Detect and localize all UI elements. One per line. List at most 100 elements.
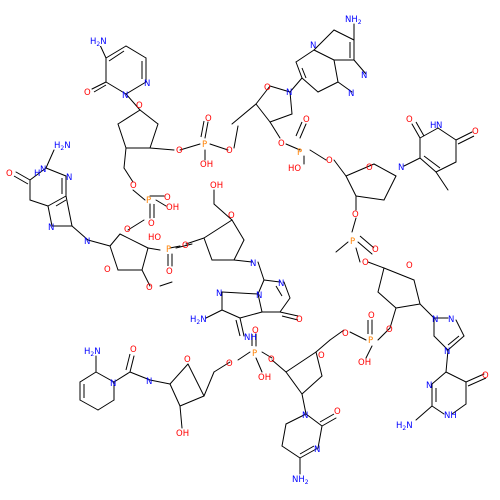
central-guanine-ring: [203, 219, 299, 337]
atom-label: O: [226, 359, 233, 369]
atom-label: O: [136, 101, 143, 111]
atom-label: P: [350, 237, 355, 247]
label-group-adenine: NH2 N N N N O O P O HO O: [264, 15, 367, 174]
atom-label: N: [256, 291, 262, 301]
atom-label: O: [205, 114, 212, 124]
atom-label: O: [182, 241, 189, 251]
atom-label: N: [436, 121, 442, 131]
atom-label: H2N: [84, 347, 101, 358]
atom-label: O: [482, 371, 489, 381]
atom-label: N: [444, 347, 450, 357]
label-group-cytosine-bottom-left: O OH N O N H2N: [84, 345, 191, 439]
atom-label: N: [48, 223, 54, 233]
atom-label: H2N: [54, 141, 71, 152]
atom-label: P: [368, 336, 373, 346]
adenine-top: [289, 23, 367, 93]
label-group-cytosine-top: H2N N N O: [84, 34, 150, 101]
atom-label: O: [264, 83, 271, 93]
phosphate-bridge-top: [179, 120, 239, 161]
atom-label: O: [166, 267, 173, 277]
thymine-ring: [403, 121, 475, 191]
cytosine-bottom-left-ring: [79, 353, 151, 411]
atom-label: O: [184, 355, 191, 365]
atom-label: NH: [444, 411, 457, 421]
atom-label: O: [228, 211, 235, 221]
atom-label: O: [326, 156, 333, 166]
phosphate-chain-left: [127, 189, 167, 231]
atom-label: N: [310, 41, 316, 51]
atom-label: N: [84, 237, 90, 247]
label-group-guanine-right: O N N N N NH O H2N O P O OH O: [342, 261, 489, 432]
atom-label: P: [202, 140, 207, 150]
atom-label: N: [448, 315, 454, 325]
sugar-ring-6: [149, 363, 215, 429]
atom-label: O: [296, 315, 303, 325]
atom-label: P: [297, 148, 302, 158]
sugar-ring-2: [231, 85, 293, 139]
atom-label: N: [398, 163, 404, 173]
phosphate-bridge-center: [147, 243, 193, 267]
atom-label: O: [342, 329, 349, 339]
atom-label: O: [352, 210, 359, 220]
atom-label: N: [144, 79, 150, 89]
atom-label: O: [176, 146, 183, 156]
atom-label: N: [110, 379, 116, 389]
atom-label: H: [430, 121, 436, 131]
central-sugar-links: [185, 189, 233, 245]
bond-network: [13, 23, 487, 475]
atom-label: N: [250, 259, 256, 269]
atom-labels: H2N N N O O O P O OH O O NH2 N N N N O O…: [6, 15, 489, 486]
label-group-guanine-center: OH O N N N O NH H2N N O P O HO: [148, 181, 303, 343]
atom-label: O: [334, 407, 341, 417]
label-group-sugar-1: O O P O OH O O: [130, 101, 233, 191]
sugar-ring-1: [117, 109, 175, 183]
atom-label: O: [148, 219, 155, 229]
phosphate-bridge-lower-center: [213, 333, 273, 373]
atom-label: N: [122, 91, 128, 101]
label-group-guanine-left: P O OH O O O O N N N H N O H2N: [6, 141, 179, 293]
guanine-right-ring: [415, 317, 487, 421]
atom-label: N: [278, 279, 284, 289]
atom-label: O: [318, 351, 325, 361]
atom-label: N: [146, 377, 152, 387]
label-group-cytosine-bottom: O N O N NH2 O P O OH O: [226, 326, 341, 486]
atom-label: O: [372, 245, 379, 255]
atom-label: H2N: [190, 315, 207, 326]
atom-label: H: [34, 169, 40, 179]
atom-label: O: [146, 283, 153, 293]
left-guanine-sugar: [13, 149, 173, 287]
cytosine-top-ring: [91, 44, 147, 111]
label-group-thymine: O H N O N O O P O O: [350, 115, 479, 268]
atom-label: N: [216, 289, 222, 299]
atom-label: O: [366, 163, 373, 173]
atom-label: O: [386, 325, 393, 335]
atom-label: OH: [200, 160, 213, 170]
atom-label: H2N: [90, 37, 107, 48]
atom-label: O: [6, 169, 13, 179]
atom-label: O: [472, 127, 479, 137]
atom-label: O: [368, 311, 375, 321]
atom-label: O: [278, 139, 285, 149]
atom-label: N: [66, 173, 72, 183]
atom-label: N: [348, 89, 354, 99]
atom-label: N: [432, 315, 438, 325]
atom-label: O: [130, 181, 137, 191]
atom-label: OH: [210, 181, 223, 191]
sugar-ring-3: [345, 163, 397, 233]
sugar-ring-5: [271, 339, 331, 415]
atom-label: N: [314, 445, 320, 455]
atom-label: O: [104, 265, 111, 275]
atom-label: O: [252, 326, 259, 336]
atom-label: O: [303, 115, 310, 125]
atom-label: N: [286, 88, 292, 98]
atom-label: OH: [166, 203, 179, 213]
atom-label: O: [84, 88, 91, 98]
atom-label: P: [146, 196, 151, 206]
atom-label: NH2: [292, 475, 309, 486]
sugar-ring-4: [377, 267, 435, 329]
atom-label: OH: [176, 429, 189, 439]
atom-label: P: [166, 245, 171, 255]
atom-label: O: [268, 355, 275, 365]
atom-label: H2N: [396, 421, 413, 432]
atom-label: NH2: [345, 15, 362, 26]
